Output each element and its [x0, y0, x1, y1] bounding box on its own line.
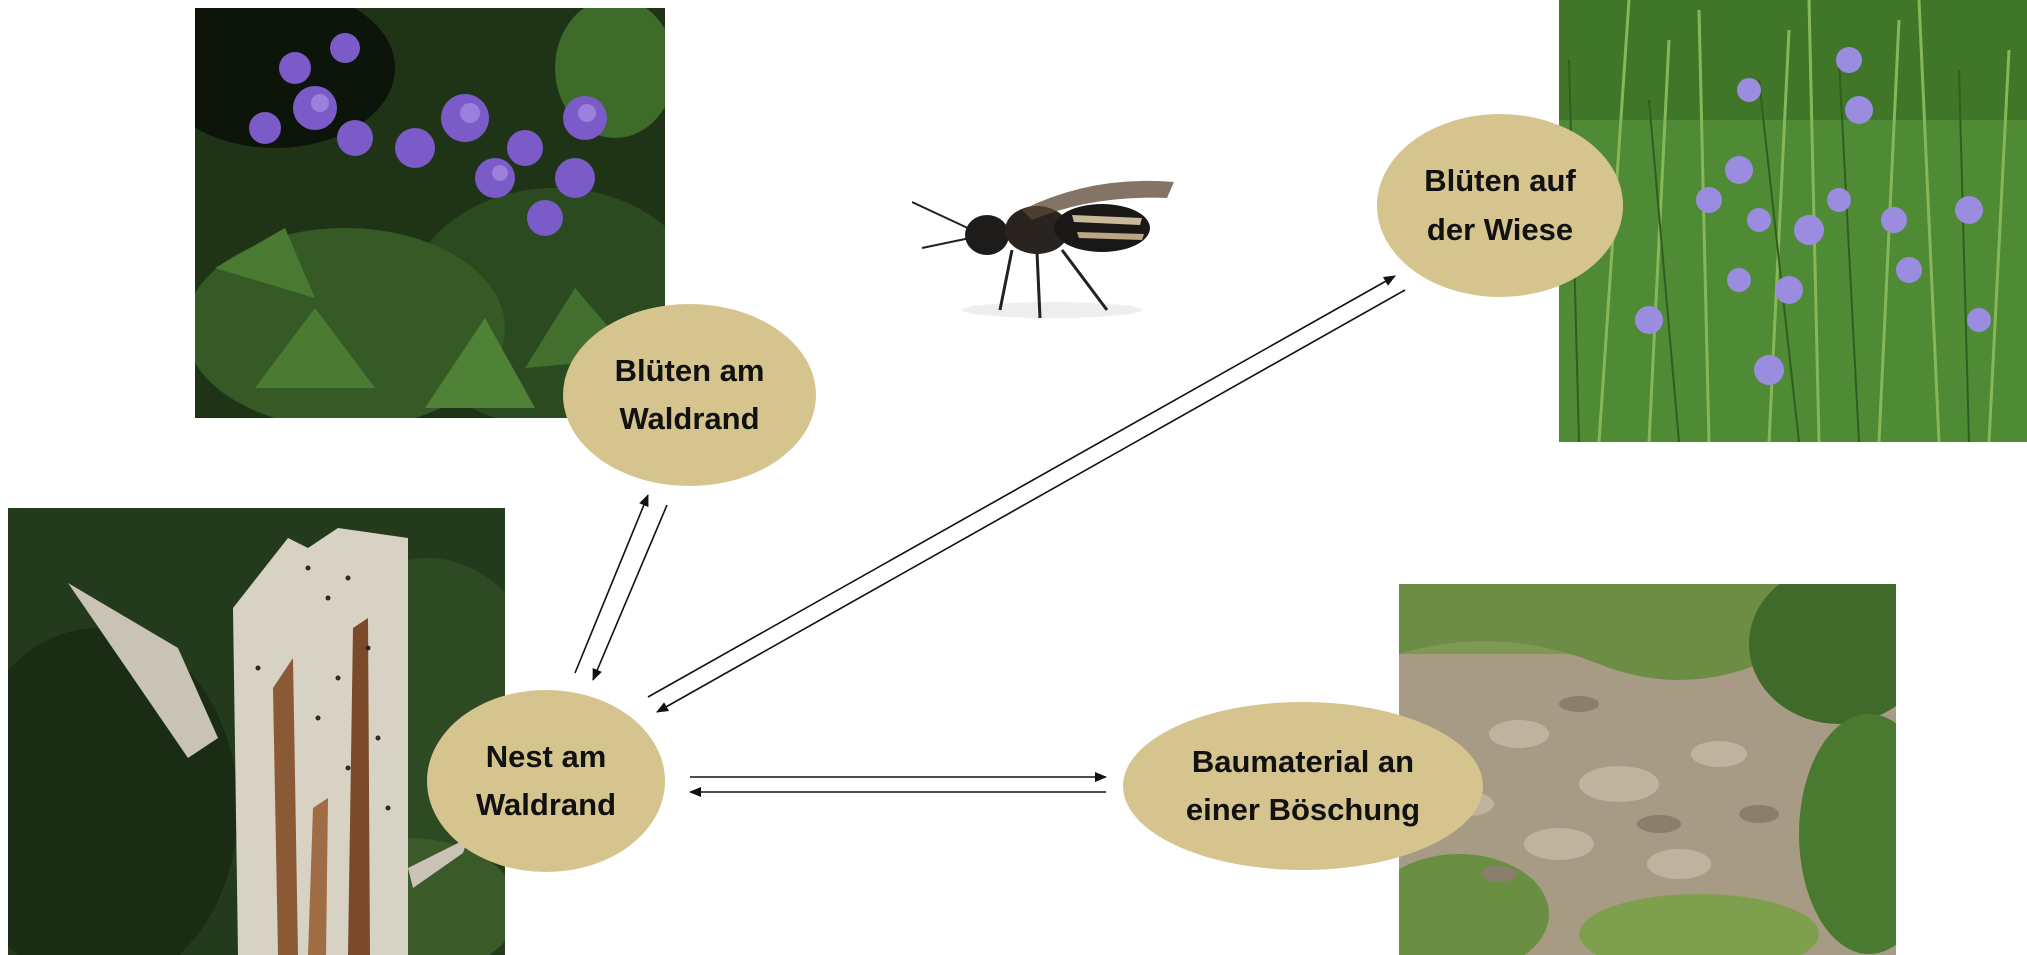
node-baumaterial-boeschung-label: Baumaterial an einer Böschung	[1186, 738, 1420, 834]
arrow-nest-to-waldrand	[575, 495, 648, 673]
dead-tree-trunk-photo	[8, 508, 505, 955]
node-blueten-auf-der-wiese: Blüten auf der Wiese	[1377, 114, 1623, 297]
node-baumaterial-boeschung: Baumaterial an einer Böschung	[1123, 702, 1483, 870]
node-nest-am-waldrand-label: Nest am Waldrand	[476, 733, 616, 829]
node-blueten-am-waldrand: Blüten am Waldrand	[563, 304, 816, 486]
arrow-waldrand-to-nest	[593, 505, 667, 680]
node-blueten-am-waldrand-label: Blüten am Waldrand	[615, 347, 765, 443]
node-nest-am-waldrand: Nest am Waldrand	[427, 690, 665, 872]
bellflowers-meadow-photo	[1559, 0, 2027, 442]
bee-photo	[912, 170, 1174, 330]
node-blueten-auf-der-wiese-label: Blüten auf der Wiese	[1424, 157, 1576, 253]
